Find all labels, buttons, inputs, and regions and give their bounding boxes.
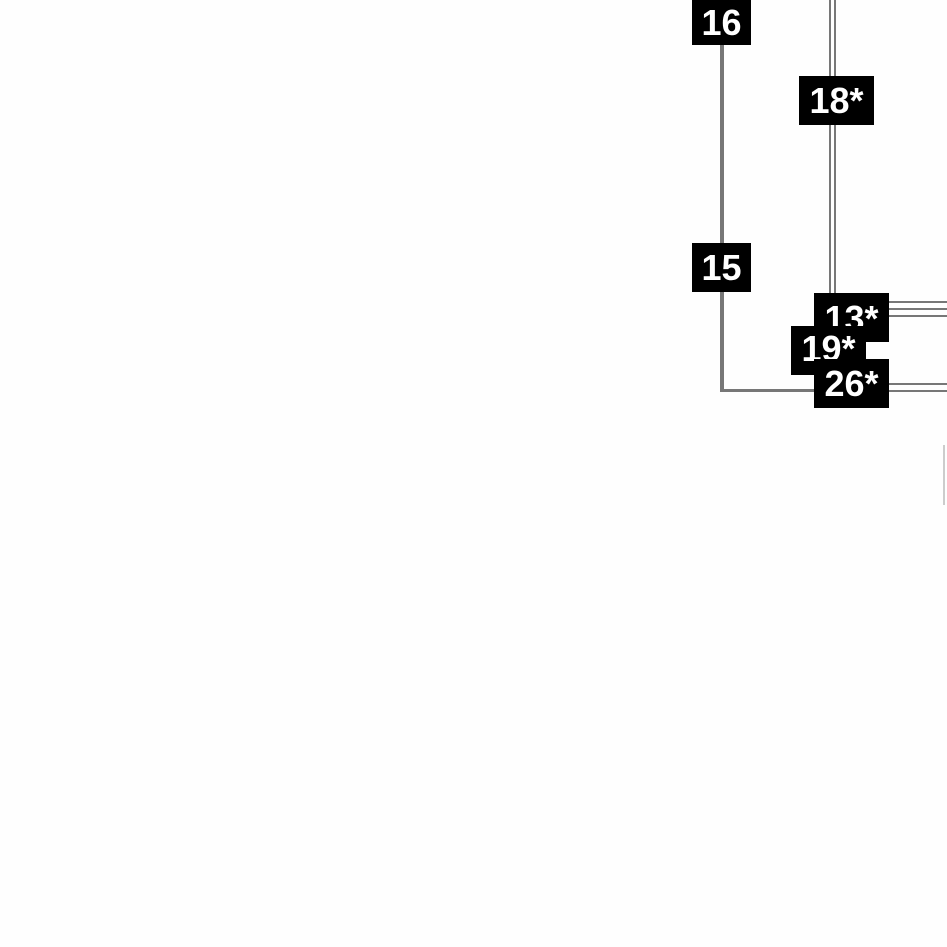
connector-16-15 xyxy=(720,40,724,392)
connector-top-18b xyxy=(834,0,836,80)
connector-18-13b xyxy=(834,120,836,295)
connector-15-26 xyxy=(720,389,820,392)
node-18: 18* xyxy=(799,76,874,125)
node-26: 26* xyxy=(814,359,889,408)
connector-top-18 xyxy=(829,0,831,80)
connector-13-east xyxy=(886,301,947,303)
connector-18-13 xyxy=(829,120,831,295)
connector-fragment xyxy=(943,445,945,505)
node-16: 16 xyxy=(692,0,751,45)
connector-26-east xyxy=(886,383,947,385)
node-15: 15 xyxy=(692,243,751,292)
connector-26-east-b xyxy=(886,390,947,392)
connector-13-east-c xyxy=(886,315,947,317)
connector-13-east-b xyxy=(886,308,947,310)
